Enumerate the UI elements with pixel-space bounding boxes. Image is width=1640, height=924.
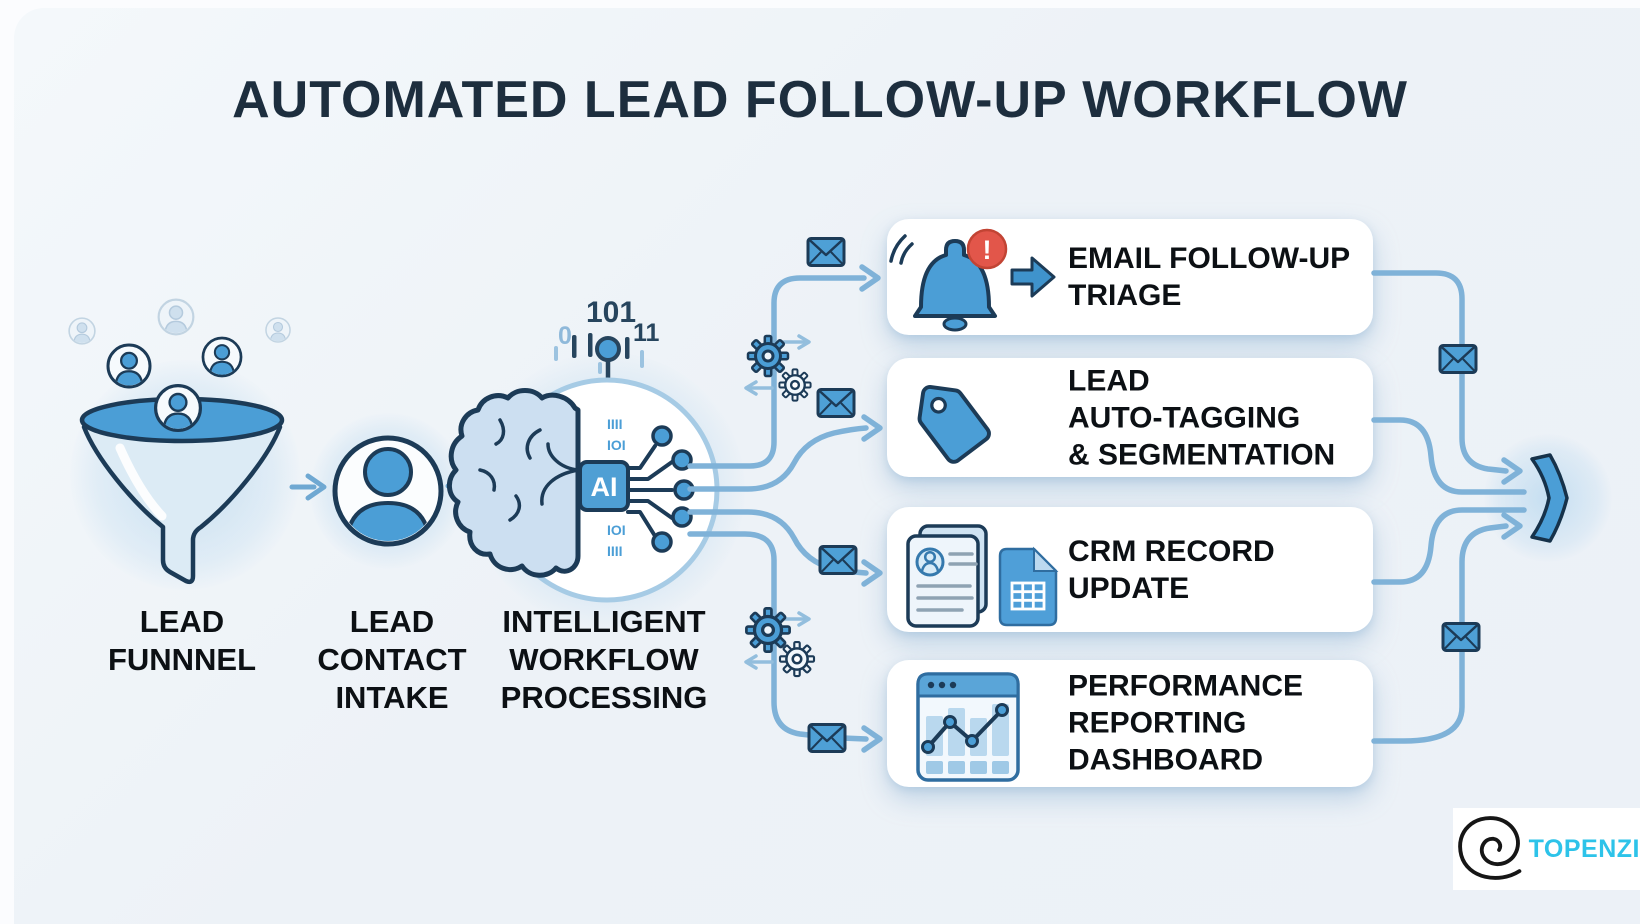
output-card-email-triage [887,219,1373,335]
output-card-reporting [887,660,1373,787]
output-card-crm-update [887,507,1373,632]
background [14,8,1640,924]
logo-text: TOPENZI [1528,834,1640,863]
logo: TOPENZI [1453,808,1640,890]
output-card-auto-tagging [887,358,1373,477]
spiral-icon [1458,816,1522,880]
